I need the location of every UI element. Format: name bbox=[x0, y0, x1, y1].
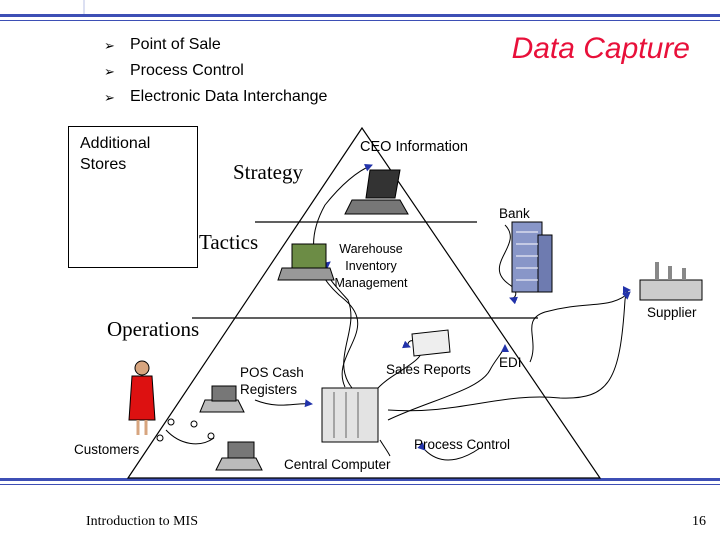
additional-stores-label: Additional Stores bbox=[80, 135, 151, 173]
pos-label: POS Cash Registers bbox=[240, 365, 304, 397]
bank-building-icon bbox=[511, 221, 553, 293]
additional-stores-box bbox=[68, 126, 198, 268]
operations-label: Operations bbox=[107, 317, 200, 341]
footer-course: Introduction to MIS bbox=[86, 514, 198, 529]
bullet-list: ➢Point of Sale ➢Process Control ➢Electro… bbox=[104, 34, 327, 112]
cash-register-icon bbox=[199, 385, 245, 413]
accent-bars bbox=[0, 0, 720, 485]
factory-icon bbox=[639, 262, 703, 301]
arrowhead-bullet-icon: ➢ bbox=[104, 38, 115, 53]
arrowhead-bullet-icon: ➢ bbox=[104, 90, 115, 105]
slide-title: Data Capture bbox=[511, 32, 690, 65]
warehouse-label: Warehouse Inventory Management bbox=[334, 242, 408, 290]
arrowhead-bullet-icon: ➢ bbox=[104, 64, 115, 79]
supplier-label: Supplier bbox=[647, 305, 697, 320]
tactics-label: Tactics bbox=[199, 230, 259, 254]
mainframe-icon bbox=[321, 387, 379, 443]
customer-figure-icon bbox=[128, 360, 156, 435]
cash-register-icon bbox=[215, 441, 263, 471]
process-control-label: Process Control bbox=[414, 437, 511, 452]
page-number: 16 bbox=[692, 514, 706, 529]
customers-label: Customers bbox=[74, 442, 140, 457]
coin-icons bbox=[156, 418, 215, 442]
ceo-information-label: CEO Information bbox=[360, 139, 468, 155]
bullet-item: ➢Electronic Data Interchange bbox=[104, 86, 327, 112]
laptop-icon bbox=[344, 169, 409, 215]
warehouse-terminal-icon bbox=[277, 243, 335, 281]
flow-arrows bbox=[165, 164, 631, 461]
edi-label: EDI bbox=[499, 355, 522, 370]
bank-label: Bank bbox=[499, 206, 530, 221]
bullet-item: ➢Process Control bbox=[104, 60, 327, 86]
central-computer-label: Central Computer bbox=[284, 457, 391, 472]
printout-icon bbox=[411, 329, 451, 357]
sales-reports-label: Sales Reports bbox=[386, 362, 471, 377]
bullet-item: ➢Point of Sale bbox=[104, 34, 327, 60]
strategy-label: Strategy bbox=[233, 160, 303, 184]
pyramid bbox=[126, 126, 602, 479]
